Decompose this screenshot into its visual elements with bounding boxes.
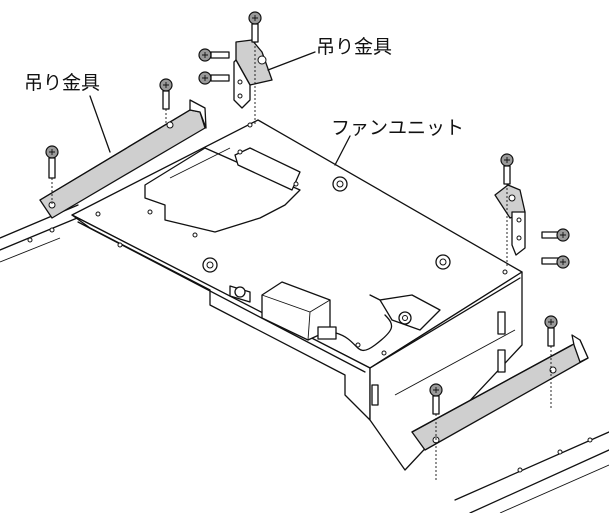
right-hanging-bracket bbox=[494, 153, 570, 269]
screw-icon bbox=[198, 71, 230, 85]
label-bracket-top: 吊り金具 bbox=[316, 36, 392, 58]
ceiling-rail-right bbox=[454, 431, 609, 513]
bottom-hanging-bracket bbox=[411, 315, 589, 480]
screw-icon bbox=[541, 255, 570, 269]
label-fan-unit: ファンユニット bbox=[331, 117, 464, 139]
screw-icon bbox=[500, 153, 514, 268]
screw-icon bbox=[429, 383, 443, 480]
label-bracket-left: 吊り金具 bbox=[24, 72, 100, 94]
terminal-box bbox=[229, 281, 393, 351]
screw-icon bbox=[248, 11, 262, 125]
left-hanging-bracket bbox=[39, 78, 207, 219]
screw-icon bbox=[159, 78, 173, 125]
damper-assembly bbox=[369, 294, 441, 331]
top-hanging-bracket bbox=[198, 11, 273, 125]
leader-lines bbox=[89, 51, 351, 166]
screw-icon bbox=[45, 145, 59, 205]
ceiling-rail-left bbox=[0, 204, 83, 263]
screw-icon bbox=[541, 228, 570, 242]
screw-icon bbox=[544, 315, 558, 410]
screw-icon bbox=[198, 48, 230, 62]
